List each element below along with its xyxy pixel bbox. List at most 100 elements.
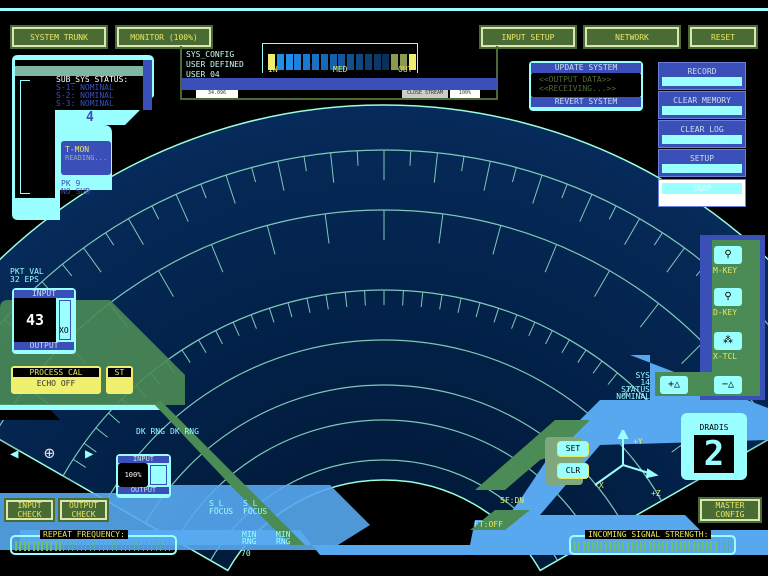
range-tick xyxy=(61,263,73,277)
d-key-button[interactable]: ⚲ xyxy=(714,288,742,306)
range-tick xyxy=(95,427,108,438)
range-tick xyxy=(62,475,77,484)
set-button[interactable]: SET xyxy=(557,441,589,457)
range-tick xyxy=(511,167,517,183)
meter-bar xyxy=(719,541,721,551)
meter-bar xyxy=(670,541,673,551)
remove-node-button[interactable]: −△ xyxy=(714,376,742,394)
output-check-button[interactable]: OUTPUT CHECK xyxy=(58,498,109,522)
range-tick xyxy=(83,247,102,273)
meter-segment xyxy=(408,54,416,70)
m-key-button[interactable]: ⚲ xyxy=(714,246,742,264)
pct-tab: 100% xyxy=(450,90,480,98)
right-arrow-icon[interactable]: ▶ xyxy=(85,446,94,462)
meter-bar xyxy=(644,541,647,551)
range-tick xyxy=(127,218,144,245)
monitor-button[interactable]: MONITOR (100%) xyxy=(115,25,213,49)
meter-segment xyxy=(294,54,302,70)
left-arrow-icon[interactable]: ◀ xyxy=(10,446,19,462)
sf-dn-toggle[interactable]: SF:DN xyxy=(500,496,525,505)
meter-segment xyxy=(276,54,284,70)
meter-bar xyxy=(596,541,598,551)
meter-bar xyxy=(98,541,100,551)
st-button[interactable]: ST xyxy=(106,366,133,394)
range-tick xyxy=(420,291,424,308)
range-tick xyxy=(457,298,462,313)
network-button[interactable]: NETWORK xyxy=(583,25,681,49)
meter-segment xyxy=(364,54,372,70)
range-tick xyxy=(232,321,240,337)
range-tick xyxy=(666,247,685,273)
m-key-label: M-KEY xyxy=(713,266,738,275)
range-tick xyxy=(594,270,610,297)
range-tick xyxy=(250,314,257,329)
meter-bar xyxy=(692,541,695,551)
range-tick xyxy=(306,298,311,313)
meter-bar xyxy=(76,541,78,551)
meter-bar xyxy=(72,541,74,551)
input-check-button[interactable]: INPUT CHECK xyxy=(4,498,55,522)
sub-sys-scale xyxy=(20,80,30,194)
range-tick xyxy=(624,218,641,245)
x-tcl-button[interactable]: ⁂ xyxy=(714,332,742,350)
meter-segment xyxy=(400,54,407,70)
clr-button[interactable]: CLR xyxy=(557,463,589,479)
master-config-button[interactable]: MASTER CONFIG xyxy=(698,497,762,523)
meter-bar xyxy=(706,541,708,551)
setup-button[interactable]: SETUP xyxy=(658,149,746,177)
sub-sys-count: 4 xyxy=(86,110,94,125)
meter-bar xyxy=(160,541,162,551)
meter-bar xyxy=(41,541,44,551)
meter-bar xyxy=(675,541,678,551)
axis-y-label: +Y xyxy=(633,437,643,446)
io-side-label: XO xyxy=(59,326,69,335)
range-tick xyxy=(748,439,768,452)
range-value: 70 xyxy=(241,549,251,558)
meter-bar xyxy=(613,541,616,551)
range-tick xyxy=(324,213,330,244)
focus-label: S_L FOCUS xyxy=(209,499,234,516)
ft-off-toggle[interactable]: FT:OFF xyxy=(474,520,503,529)
meter-bar xyxy=(657,541,660,551)
range-tick xyxy=(607,372,618,385)
reset-button[interactable]: RESET xyxy=(688,25,758,49)
range-tick xyxy=(0,439,20,452)
triple-node-icon: ⁂ xyxy=(723,335,733,346)
range-tick xyxy=(438,213,444,244)
add-node-button[interactable]: +△ xyxy=(660,376,688,394)
axis-gizmo-icon xyxy=(594,430,659,486)
meter-bar xyxy=(679,541,682,551)
range-tick xyxy=(439,294,443,310)
meter-bar xyxy=(662,541,664,551)
update-system-button[interactable]: UPDATE SYSTEM xyxy=(531,63,641,73)
meter-segment xyxy=(303,54,311,70)
meter-bar xyxy=(666,541,669,551)
axis-x-label: -X xyxy=(594,481,604,490)
meter-bar xyxy=(147,541,148,551)
target-reticle-icon[interactable]: ⊕ xyxy=(44,443,55,464)
meter-bar xyxy=(155,541,157,551)
range-tick xyxy=(561,183,568,199)
snap-button[interactable]: SNAP xyxy=(658,179,746,207)
meter-bar xyxy=(116,541,118,551)
meter-bar xyxy=(103,541,104,551)
range-tick xyxy=(621,385,633,397)
x-tcl-label: X-TCL xyxy=(713,352,738,361)
input-setup-button[interactable]: INPUT SETUP xyxy=(479,25,577,49)
meter-bar xyxy=(728,541,729,551)
revert-system-button[interactable]: REVERT SYSTEM xyxy=(531,97,641,107)
system-trunk-button[interactable]: SYSTEM TRUNK xyxy=(10,25,108,49)
range-tick xyxy=(268,308,275,323)
meter-bar xyxy=(587,541,590,551)
range-tick xyxy=(577,349,587,363)
range-tick xyxy=(561,339,570,354)
close-stream-button[interactable]: CLOSE STREAM xyxy=(402,90,448,98)
meter-bar xyxy=(19,541,22,551)
